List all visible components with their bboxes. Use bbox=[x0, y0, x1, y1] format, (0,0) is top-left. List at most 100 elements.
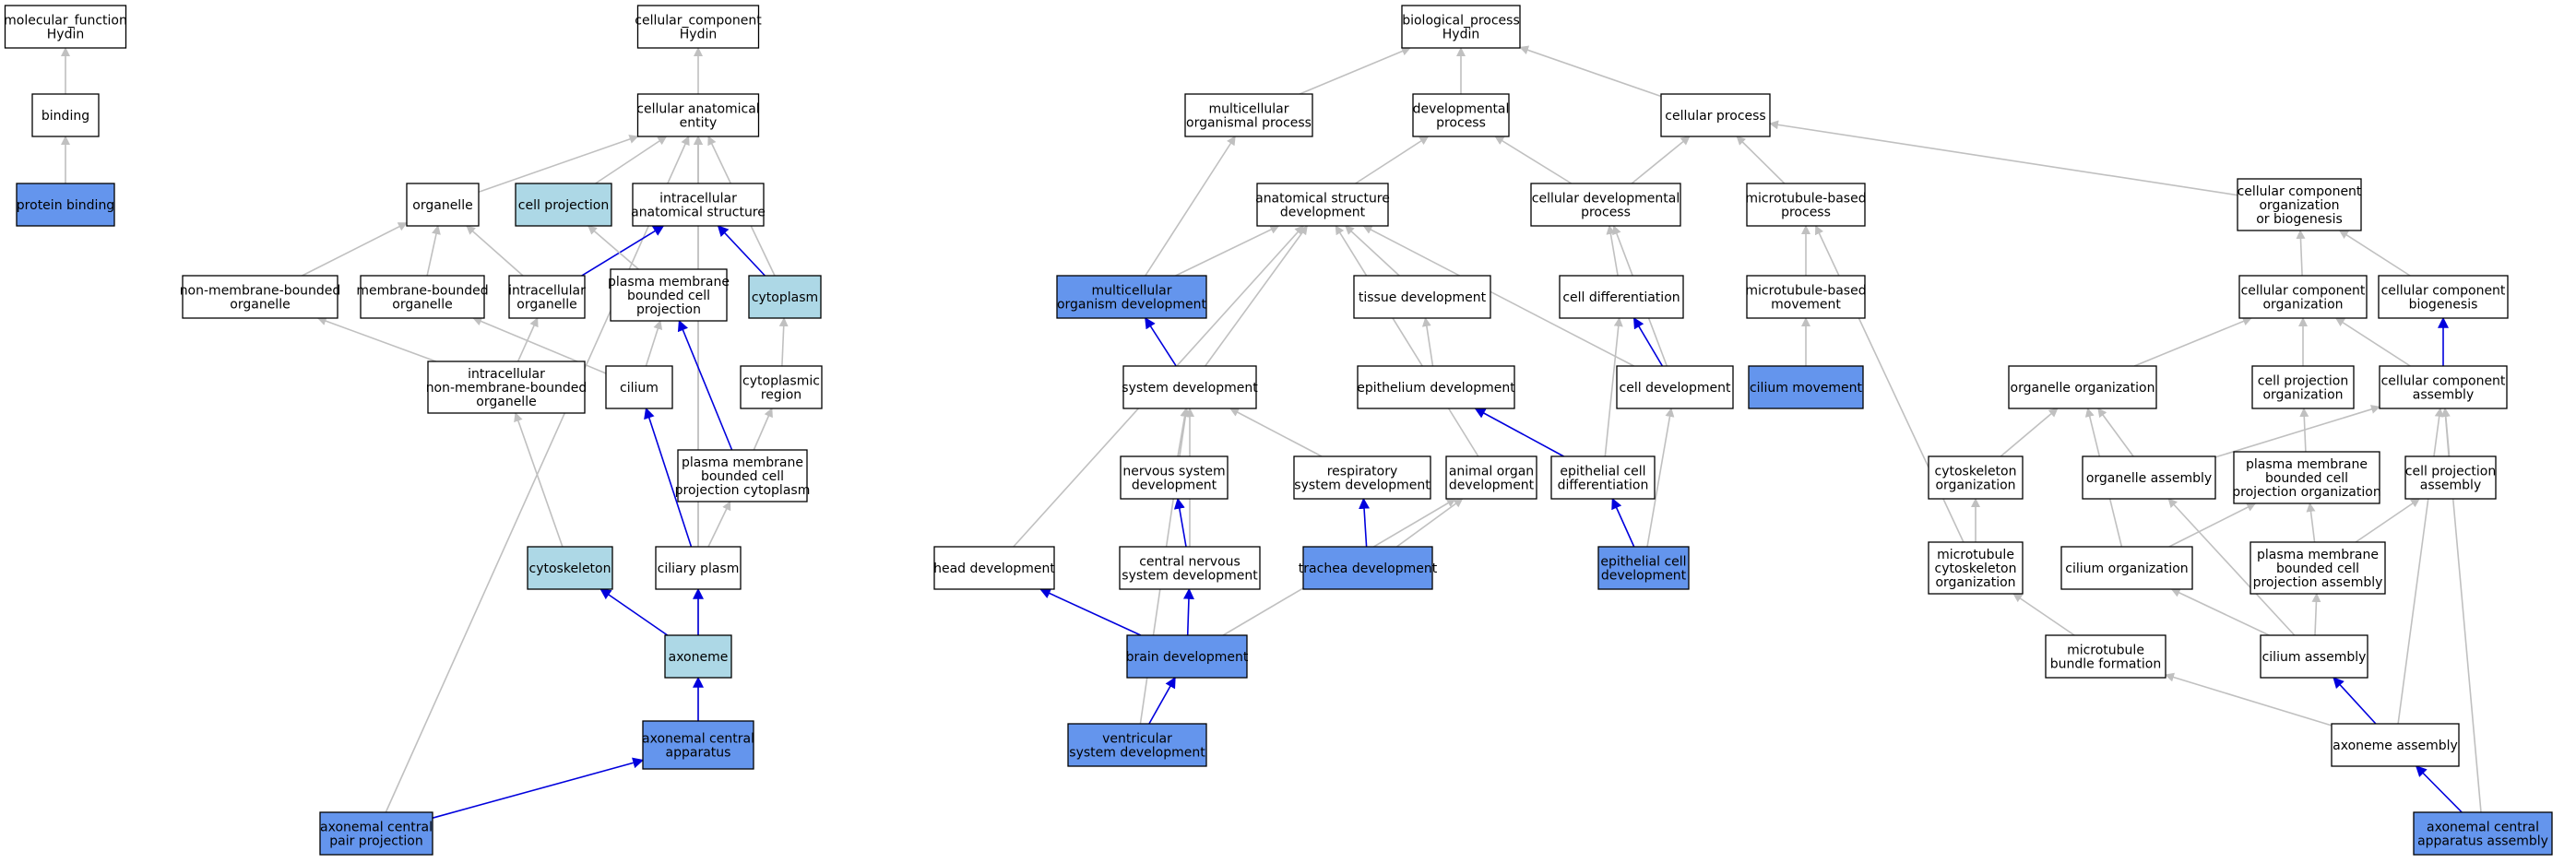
node-label: microtubule-based bbox=[1745, 284, 1866, 299]
node-label: axonemal central bbox=[2427, 821, 2539, 835]
node-label: movement bbox=[1771, 298, 1841, 313]
edge-mod-to-mop bbox=[1145, 136, 1236, 277]
node-box bbox=[2404, 455, 2497, 500]
node-label: axonemal central bbox=[642, 732, 754, 747]
node-label: anatomical structure bbox=[1255, 192, 1390, 207]
node-box bbox=[642, 720, 754, 770]
node-head_dev: head development bbox=[933, 546, 1055, 590]
node-label: respiratory bbox=[1327, 465, 1398, 479]
node-protein_binding: protein binding bbox=[16, 183, 115, 227]
edge-acpp-to-aca bbox=[432, 757, 645, 819]
node-box bbox=[360, 275, 485, 319]
node-box bbox=[1748, 365, 1864, 409]
edge-cdp-to-dp bbox=[1494, 136, 1573, 184]
edge-mco-to-mbp bbox=[1814, 225, 1965, 543]
node-label: cellular component bbox=[2238, 184, 2362, 199]
node-box bbox=[1530, 183, 1681, 227]
node-org_org: organelle organization bbox=[2008, 365, 2157, 409]
node-label: organelle assembly bbox=[2086, 471, 2212, 486]
node-label: brain development bbox=[1126, 650, 1249, 665]
node-label: organelle bbox=[412, 198, 472, 213]
edge-cilium-to-mbo bbox=[472, 316, 607, 374]
node-cilium: cilium bbox=[605, 365, 673, 409]
node-binding: binding bbox=[31, 93, 100, 137]
edge-mbf-to-mco bbox=[2012, 593, 2075, 636]
node-box bbox=[632, 183, 765, 227]
edge-ecdev-to-ecd bbox=[1611, 497, 1635, 548]
edge-cnsd-to-nsd bbox=[1173, 497, 1187, 548]
node-label: apparatus bbox=[666, 746, 731, 761]
node-cell_diff: cell differentiation bbox=[1559, 275, 1684, 319]
node-tissue_dev: tissue development bbox=[1353, 275, 1491, 319]
edge-pmbcpc-to-cyt_region bbox=[753, 408, 773, 451]
edge-cca-to-cco bbox=[2334, 317, 2411, 367]
node-label: cytoskeleton bbox=[1935, 562, 2017, 576]
node-box bbox=[508, 275, 586, 319]
edge-io-to-ias bbox=[581, 225, 665, 277]
node-label: cell projection bbox=[2258, 374, 2348, 389]
node-label: system development bbox=[1069, 746, 1205, 761]
node-label: intracellular bbox=[468, 367, 545, 382]
node-box bbox=[610, 268, 728, 322]
node-label: organelle bbox=[230, 298, 290, 313]
node-box bbox=[1928, 541, 2024, 595]
edge-ecd-to-epi_dev bbox=[1474, 408, 1564, 457]
edge-ax_asm-to-cil_asm bbox=[2333, 677, 2377, 725]
node-label: microtubule bbox=[1937, 548, 2014, 562]
edge-sys_dev-to-mod bbox=[1145, 316, 1177, 367]
edge-org_org-to-cco bbox=[2133, 316, 2252, 367]
edge-ax_asm-to-cca bbox=[2397, 408, 2444, 725]
node-label: projection assembly bbox=[2253, 575, 2383, 590]
node-label: plasma membrane bbox=[2257, 548, 2379, 562]
edge-pmbcpa-to-pmbcpo bbox=[2306, 502, 2316, 543]
node-label: epithelial cell bbox=[1600, 555, 1686, 570]
node-label: assembly bbox=[2420, 479, 2481, 493]
node-label: cell projection bbox=[518, 198, 609, 213]
node-inmbo: intracellularnon-membrane-boundedorganel… bbox=[426, 361, 587, 414]
node-label: plasma membrane bbox=[682, 455, 803, 470]
node-label: process bbox=[1781, 206, 1831, 220]
node-box bbox=[2250, 541, 2386, 595]
node-box bbox=[677, 449, 808, 502]
node-label: membrane-bounded bbox=[356, 284, 488, 299]
node-label: bundle formation bbox=[2050, 657, 2162, 672]
edge-cil_asm-to-pmbcpa bbox=[2311, 593, 2321, 636]
node-label: ventricular bbox=[1102, 732, 1172, 747]
edge-nmbo-to-organelle bbox=[302, 221, 408, 277]
edge-cell_dev-to-asd bbox=[1362, 225, 1634, 367]
edge-cdp-to-cp bbox=[1631, 136, 1691, 184]
node-label: multicellular bbox=[1092, 284, 1172, 299]
node-box bbox=[2008, 365, 2157, 409]
node-box bbox=[1616, 365, 1734, 409]
node-label: cellular anatomical bbox=[636, 102, 759, 117]
node-sys_dev: system development bbox=[1122, 365, 1258, 409]
node-box bbox=[1928, 455, 2024, 500]
node-label: axoneme bbox=[669, 650, 729, 665]
node-box bbox=[2379, 365, 2508, 409]
node-box bbox=[1660, 93, 1771, 137]
node-box bbox=[2331, 723, 2460, 767]
node-box bbox=[1122, 365, 1257, 409]
node-cell_projection: cell projection bbox=[515, 183, 612, 227]
node-label: axoneme assembly bbox=[2333, 739, 2458, 753]
node-label: epithelium development bbox=[1357, 381, 1515, 396]
node-label: cytoskeleton bbox=[1935, 465, 2017, 479]
node-label: assembly bbox=[2413, 388, 2474, 403]
node-label: organization bbox=[2262, 388, 2343, 403]
node-label: cellular component bbox=[2381, 284, 2506, 299]
node-box bbox=[1357, 365, 1515, 409]
node-box bbox=[1445, 455, 1537, 500]
